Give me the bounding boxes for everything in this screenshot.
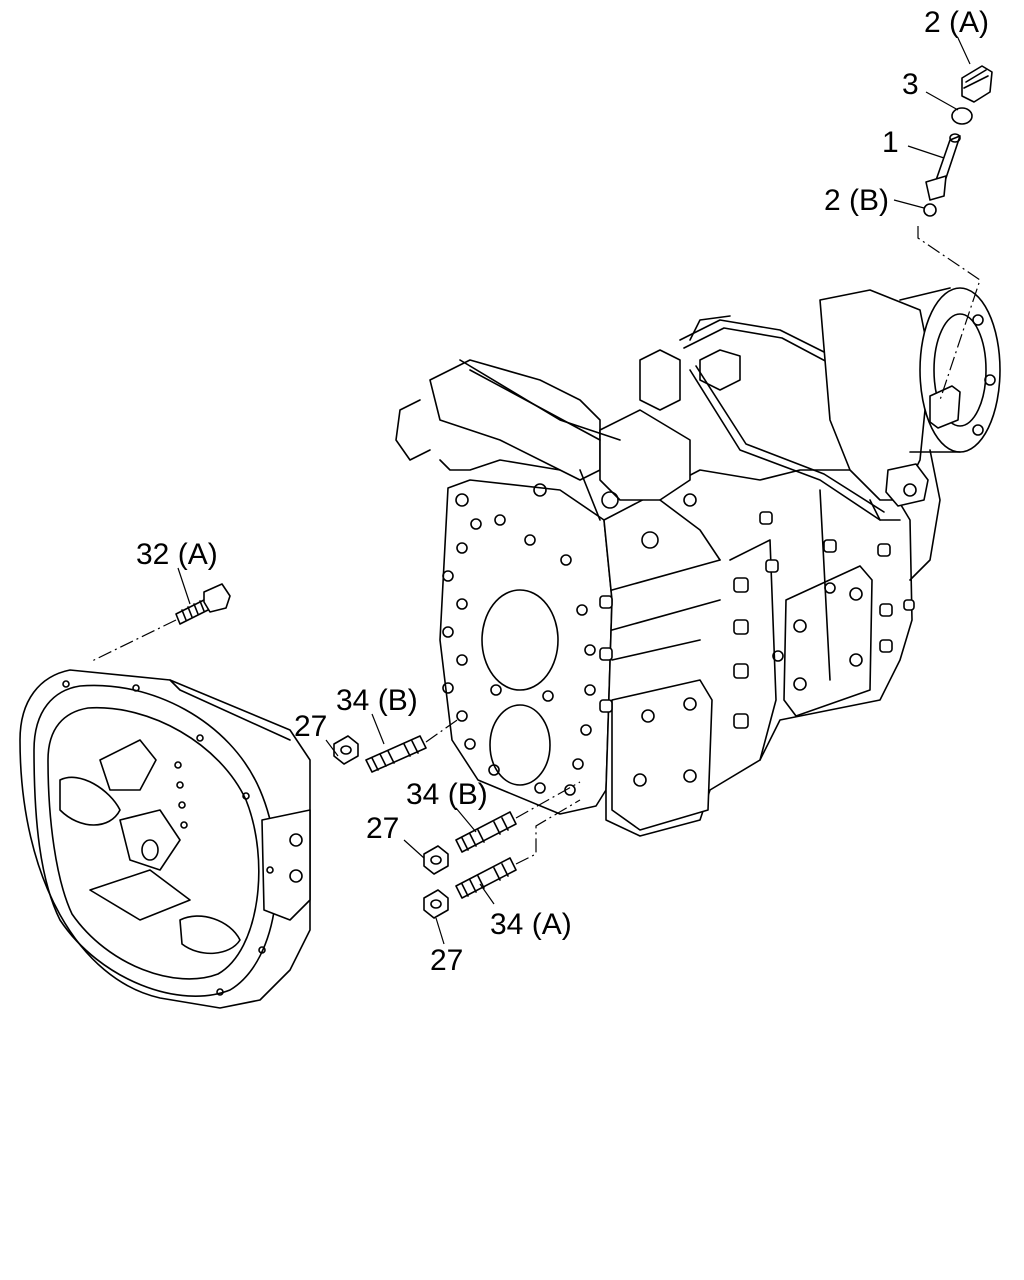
part-2a-fitting bbox=[961, 65, 993, 103]
assembly-guide-lines bbox=[89, 226, 981, 865]
part-3-o-ring bbox=[951, 107, 973, 125]
callout-27-upper: 27 bbox=[294, 710, 327, 743]
callout-2b: 2 (B) bbox=[824, 184, 889, 217]
face-bolt-holes bbox=[442, 493, 596, 796]
part-34b-stud-upper bbox=[365, 735, 427, 773]
callout-27-lower: 27 bbox=[430, 944, 463, 977]
part-2b-washer bbox=[923, 203, 937, 217]
transmission-case bbox=[395, 287, 1001, 837]
part-27-nut-upper bbox=[333, 735, 359, 765]
part-32a-bolt bbox=[175, 583, 231, 625]
part-27-nut-middle bbox=[423, 845, 449, 875]
callout-1: 1 bbox=[882, 126, 899, 159]
part-34a-stud bbox=[455, 857, 517, 899]
callout-3: 3 bbox=[902, 68, 919, 101]
callout-34b-upper: 34 (B) bbox=[336, 684, 418, 717]
callout-34a: 34 (A) bbox=[490, 908, 572, 941]
part-27-nut-lower bbox=[423, 889, 449, 919]
callout-27-middle: 27 bbox=[366, 812, 399, 845]
part-1-driven-gear bbox=[925, 133, 961, 201]
leader-lines bbox=[177, 37, 971, 945]
part-34b-stud-lower bbox=[455, 811, 517, 853]
clutch-housing bbox=[19, 669, 311, 1009]
callout-32a: 32 (A) bbox=[136, 538, 218, 571]
callout-2a: 2 (A) bbox=[924, 6, 989, 39]
flange-bolts bbox=[599, 511, 915, 729]
callout-34b-lower: 34 (B) bbox=[406, 778, 488, 811]
